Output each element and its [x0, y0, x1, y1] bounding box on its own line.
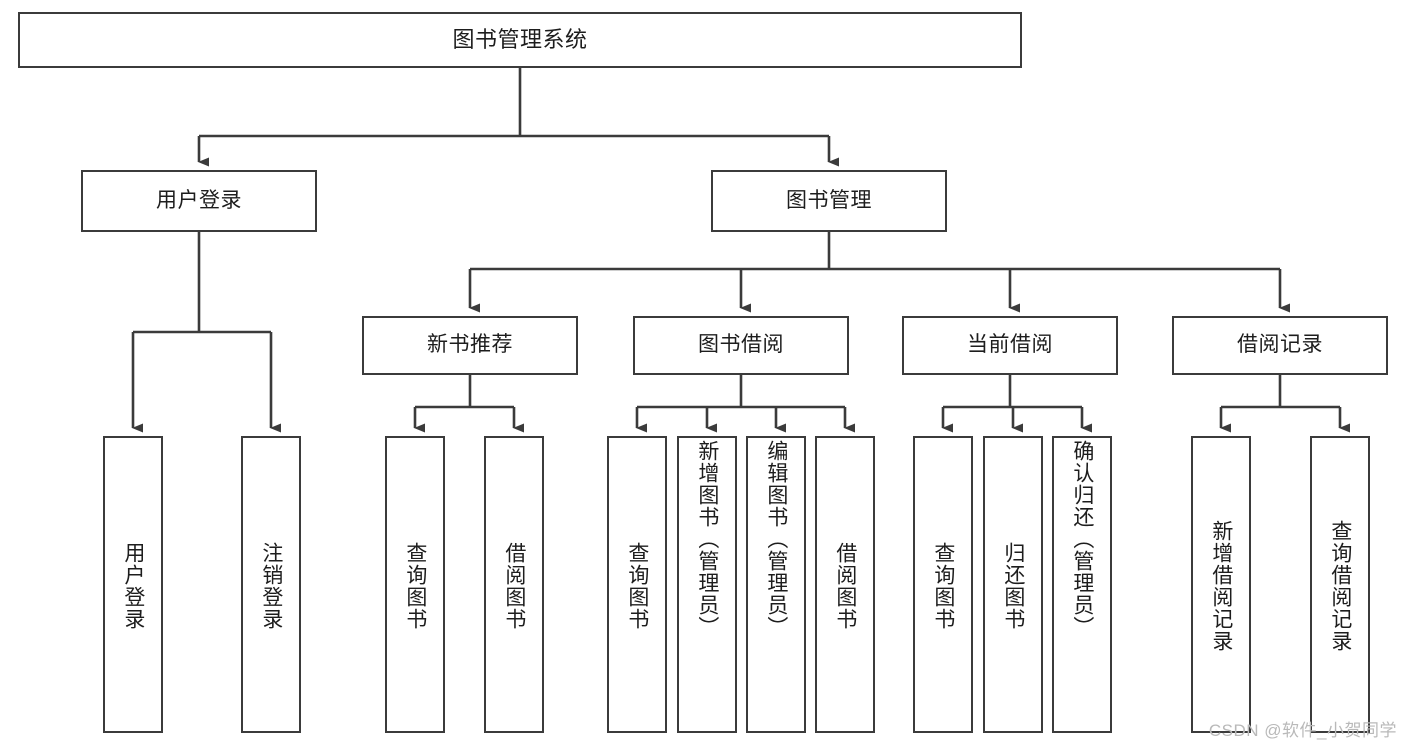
node-leaf-logout-label: 注销登录	[259, 541, 283, 630]
node-leaf-confirm-return-admin-label: 确认归还（管理员）	[1070, 440, 1094, 638]
node-leaf-query-book-current[interactable]: 查询图书	[913, 436, 973, 733]
node-current-borrow[interactable]: 当前借阅	[902, 316, 1118, 375]
node-leaf-query-book-borrow-label: 查询图书	[625, 541, 649, 630]
node-leaf-borrow-book-borrow[interactable]: 借阅图书	[815, 436, 875, 733]
node-leaf-borrow-book-borrow-label: 借阅图书	[833, 541, 857, 630]
node-book-borrow-label: 图书借阅	[698, 333, 784, 357]
node-leaf-logout[interactable]: 注销登录	[241, 436, 301, 733]
node-user-login-label: 用户登录	[156, 188, 242, 212]
node-leaf-query-book-borrow[interactable]: 查询图书	[607, 436, 667, 733]
node-borrow-record-label: 借阅记录	[1237, 333, 1323, 357]
csdn-watermark: CSDN @软件_小贺同学	[1208, 721, 1397, 740]
node-current-borrow-label: 当前借阅	[967, 333, 1053, 357]
node-leaf-user-login[interactable]: 用户登录	[103, 436, 163, 733]
node-leaf-edit-book-admin-label: 编辑图书（管理员）	[764, 440, 788, 638]
node-leaf-borrow-book-rec-label: 借阅图书	[502, 541, 526, 630]
node-leaf-query-book-rec-label: 查询图书	[403, 541, 427, 630]
node-book-manage-label: 图书管理	[786, 188, 872, 212]
node-leaf-edit-book-admin[interactable]: 编辑图书（管理员）	[746, 436, 806, 733]
node-new-book-recommend-label: 新书推荐	[427, 333, 513, 357]
node-book-borrow[interactable]: 图书借阅	[633, 316, 849, 375]
node-borrow-record[interactable]: 借阅记录	[1172, 316, 1388, 375]
node-leaf-borrow-book-rec[interactable]: 借阅图书	[484, 436, 544, 733]
node-root-label: 图书管理系统	[452, 27, 588, 53]
node-leaf-return-book-label: 归还图书	[1001, 541, 1025, 630]
node-root[interactable]: 图书管理系统	[18, 12, 1022, 68]
node-new-book-recommend[interactable]: 新书推荐	[362, 316, 578, 375]
node-leaf-query-borrow-record-label: 查询借阅记录	[1328, 519, 1352, 652]
node-leaf-add-borrow-record-label: 新增借阅记录	[1209, 519, 1233, 652]
node-book-manage[interactable]: 图书管理	[711, 170, 947, 232]
node-leaf-confirm-return-admin[interactable]: 确认归还（管理员）	[1052, 436, 1112, 733]
node-leaf-query-book-current-label: 查询图书	[931, 541, 955, 630]
node-leaf-add-book-admin[interactable]: 新增图书（管理员）	[677, 436, 737, 733]
node-user-login[interactable]: 用户登录	[81, 170, 317, 232]
node-leaf-add-borrow-record[interactable]: 新增借阅记录	[1191, 436, 1251, 733]
node-leaf-query-book-rec[interactable]: 查询图书	[385, 436, 445, 733]
node-leaf-query-borrow-record[interactable]: 查询借阅记录	[1310, 436, 1370, 733]
node-leaf-return-book[interactable]: 归还图书	[983, 436, 1043, 733]
node-leaf-add-book-admin-label: 新增图书（管理员）	[695, 440, 719, 638]
node-leaf-user-login-label: 用户登录	[121, 541, 145, 630]
